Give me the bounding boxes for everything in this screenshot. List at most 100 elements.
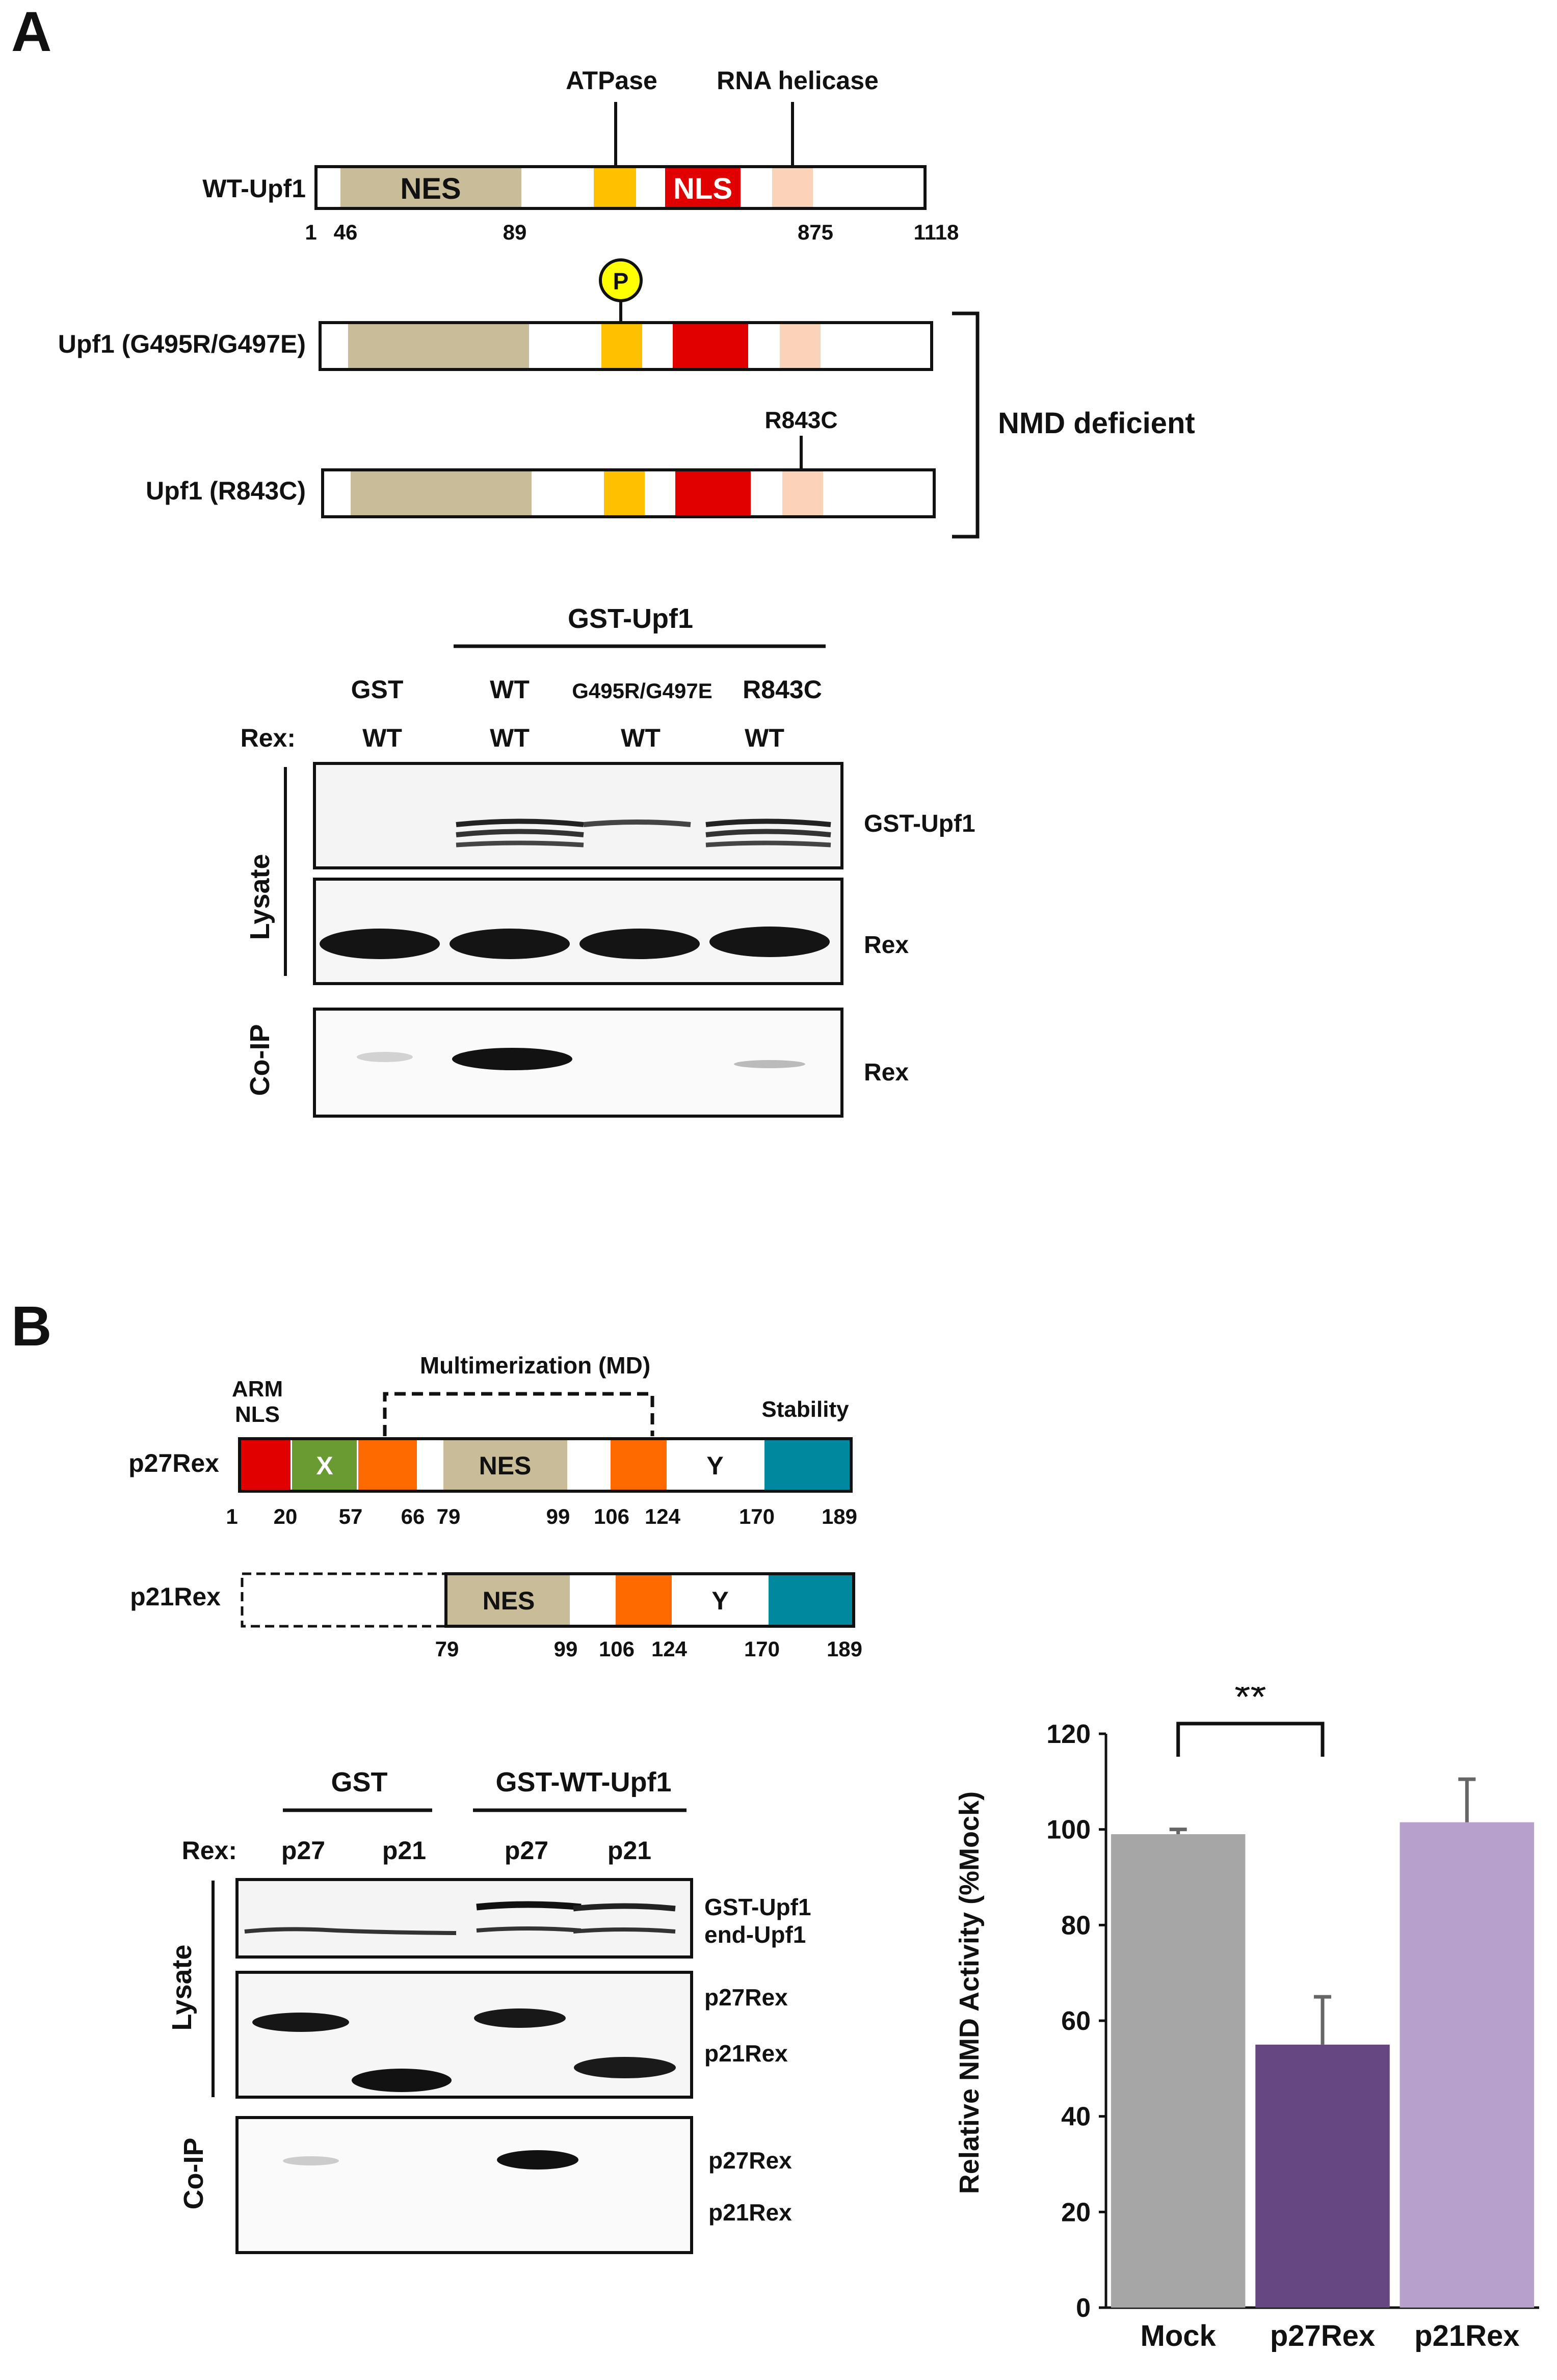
wt-nls-text: NLS: [673, 172, 732, 205]
label-p21rex-coip-b: p21Rex: [708, 2199, 792, 2226]
blot-a-col-1: GST: [351, 675, 404, 704]
p27-nes-segment: [443, 1440, 567, 1490]
g495r-label: Upf1 (G495R/G497E): [58, 330, 306, 358]
tick-89: 89: [503, 220, 527, 244]
p27-tick: 1: [226, 1504, 237, 1528]
p21-deleted-region: [241, 1572, 447, 1628]
p21-ticks: 79 99 106 124 170 189: [435, 1637, 862, 1661]
bar-mock: [1111, 1834, 1246, 2308]
label-p27rex-coip-b: p27Rex: [708, 2147, 792, 2174]
group-gst-label: GST: [331, 1767, 387, 1797]
p21-tick: 124: [651, 1637, 688, 1661]
blot-a-col-4: R843C: [743, 675, 822, 704]
p27-nls-segment: [241, 1440, 291, 1490]
multimer-label: Multimerization (MD): [420, 1352, 650, 1379]
coip-label-b: Co-IP: [178, 2138, 209, 2210]
p21-tick: 106: [599, 1637, 635, 1661]
r843c-mutation-label: R843C: [764, 407, 837, 433]
rex-a-1: WT: [362, 724, 402, 752]
blot-a-col-2: WT: [490, 675, 530, 704]
tick-46: 46: [334, 220, 358, 244]
label-end-upf1-b: end-Upf1: [704, 1921, 806, 1948]
blot-b-lysate-rex: [235, 1971, 693, 2099]
y-tick-label: 100: [1046, 1815, 1091, 1845]
p27-tick: 99: [546, 1504, 570, 1528]
label-rex-coip-a: Rex: [864, 1059, 909, 1086]
g495r-atpase-domain: [601, 324, 642, 368]
chart-y-axis-label: Relative NMD Activity (%Mock): [954, 1791, 985, 2194]
rex-row-label-b: Rex:: [182, 1836, 237, 1865]
blot-a-lysate-upf1: [313, 762, 843, 869]
tick-1: 1: [305, 220, 316, 244]
nls-region-label: NLS: [235, 1402, 280, 1427]
stability-label: Stability: [761, 1397, 849, 1422]
tick-1118: 1118: [914, 220, 959, 244]
p27-tick: 124: [645, 1504, 681, 1528]
p21-tick: 170: [744, 1637, 780, 1661]
p27-tick: 57: [339, 1504, 363, 1528]
x-tick-label: Mock: [1141, 2319, 1217, 2352]
p27-tick: 66: [401, 1504, 425, 1528]
multimer-bracket: [383, 1392, 654, 1436]
helicase-label: RNA helicase: [717, 66, 879, 95]
label-p21rex-lysate-b: p21Rex: [704, 2040, 788, 2067]
wt-nes-domain: [340, 168, 521, 207]
p27rex-label: p27Rex: [128, 1449, 219, 1477]
p27-ticks: 1 20 57 66 79 99 106 124 170 189: [226, 1504, 857, 1528]
wt-atpase-domain: [594, 168, 636, 207]
r843c-nes-domain: [351, 471, 532, 515]
atpase-label: ATPase: [566, 66, 657, 95]
nmd-deficient-label: NMD deficient: [998, 407, 1195, 440]
r843c-helicase-domain: [782, 471, 823, 515]
label-rex-lysate-a: Rex: [864, 932, 909, 959]
panel-a-letter: A: [11, 1, 51, 63]
lysate-label-a: Lysate: [245, 854, 275, 940]
y-tick-label: 60: [1061, 2006, 1091, 2036]
g495r-nes-domain: [348, 324, 529, 368]
wt-nls-domain: [665, 168, 741, 207]
y-tick-label: 40: [1061, 2102, 1091, 2132]
rex-a-3: WT: [621, 724, 661, 752]
gst-upf1-header: GST-Upf1: [568, 603, 693, 634]
x-tick-label: p27Rex: [1270, 2319, 1375, 2352]
wt-upf1-label: WT-Upf1: [202, 174, 306, 203]
rex-row-label-a: Rex:: [241, 724, 296, 752]
p21-stability-segment: [769, 1575, 852, 1625]
nmd-bracket: [952, 311, 980, 539]
y-tick-label: 120: [1046, 1720, 1091, 1749]
label-gst-upf1-a: GST-Upf1: [864, 810, 975, 837]
blot-a-col-3: G495R/G497E: [572, 679, 712, 703]
r843c-nls-domain: [675, 471, 751, 515]
rex-b-3: p27: [505, 1836, 548, 1865]
significance-stars: **: [1234, 1687, 1266, 1720]
label-p27rex-lysate-b: p27Rex: [704, 1984, 788, 2011]
r843c-label: Upf1 (R843C): [146, 477, 306, 505]
p21-md-segment: [616, 1575, 672, 1625]
coip-label-a: Co-IP: [245, 1024, 275, 1096]
p21-tick: 79: [435, 1637, 459, 1661]
p27-stability-segment: [764, 1440, 850, 1490]
p27-x-text: X: [316, 1451, 333, 1480]
tick-875: 875: [798, 220, 833, 244]
p21-tick: 99: [554, 1637, 578, 1661]
p27-md1-segment: [358, 1440, 417, 1490]
phospho-text: P: [613, 268, 629, 295]
panel-b-letter: B: [11, 1295, 51, 1358]
p27-x-segment: [292, 1440, 357, 1490]
p27-tick: 189: [822, 1504, 857, 1528]
g495r-helicase-domain: [780, 324, 821, 368]
panel-b: B ARM NLS Multimerization (MD) Stability…: [11, 1295, 862, 2254]
rex-b-2: p21: [382, 1836, 426, 1865]
blot-b-coip: [235, 2116, 693, 2254]
group-gst-wt-upf1-label: GST-WT-Upf1: [496, 1767, 672, 1797]
p27-tick: 170: [739, 1504, 775, 1528]
bar-p21rex: [1400, 1822, 1535, 2308]
wt-helicase-domain: [772, 168, 813, 207]
p27-tick: 79: [437, 1504, 461, 1528]
x-tick-label: p21Rex: [1414, 2319, 1519, 2352]
panel-a: A ATPase RNA helicase WT-Upf1 NES NLS 1 …: [11, 1, 1195, 1118]
y-tick-label: 20: [1061, 2198, 1091, 2227]
label-gst-upf1-b: GST-Upf1: [704, 1894, 811, 1920]
blot-b-lysate-upf1: [235, 1878, 693, 1959]
p21rex-label: p21Rex: [130, 1582, 221, 1611]
